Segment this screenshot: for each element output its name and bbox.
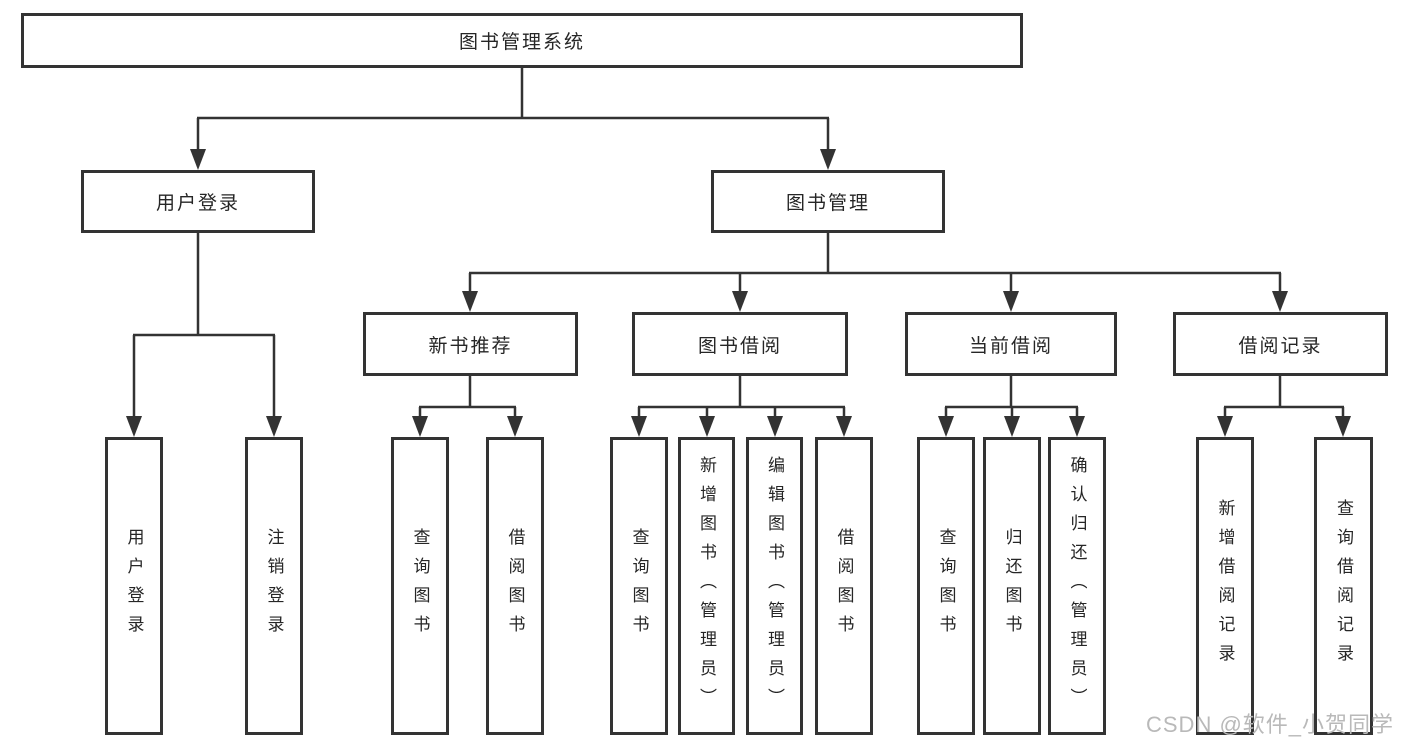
node-label: 注销登录 <box>264 528 284 644</box>
node-label: 编辑图书（管理员） <box>765 455 784 717</box>
node-label: 查询图书 <box>629 528 649 644</box>
node-leaf-query-book-2: 查询图书 <box>610 437 668 735</box>
node-label: 图书借阅 <box>697 335 782 357</box>
node-leaf-query-book-1: 查询图书 <box>391 437 449 735</box>
node-leaf-return-book: 归还图书 <box>983 437 1041 735</box>
node-root: 图书管理系统 <box>21 13 1023 68</box>
node-leaf-borrow-book-2: 借阅图书 <box>815 437 873 735</box>
node-leaf-query-book-3: 查询图书 <box>917 437 975 735</box>
node-label: 图书管理系统 <box>458 32 585 53</box>
node-label: 用户登录 <box>124 528 144 644</box>
node-leaf-logout: 注销登录 <box>245 437 303 735</box>
node-label: 借阅图书 <box>505 528 525 644</box>
node-user-login: 用户登录 <box>81 170 315 233</box>
node-label: 当前借阅 <box>968 335 1053 357</box>
node-leaf-add-borrow-record: 新增借阅记录 <box>1196 437 1254 735</box>
node-book-borrow: 图书借阅 <box>632 312 848 376</box>
node-label: 查询借阅记录 <box>1334 499 1353 673</box>
node-new-book-rec: 新书推荐 <box>363 312 578 376</box>
node-leaf-edit-book: 编辑图书（管理员） <box>746 437 803 735</box>
node-label: 图书管理 <box>785 193 870 214</box>
node-label: 查询图书 <box>410 528 430 644</box>
node-label: 新增借阅记录 <box>1215 499 1235 673</box>
node-label: 归还图书 <box>1002 528 1022 644</box>
node-current-borrow: 当前借阅 <box>905 312 1117 376</box>
node-label: 确认归还（管理员） <box>1067 455 1087 717</box>
node-leaf-user-login: 用户登录 <box>105 437 163 735</box>
node-label: 新增图书（管理员） <box>697 455 716 717</box>
node-book-mgmt: 图书管理 <box>711 170 945 233</box>
node-leaf-query-borrow-record: 查询借阅记录 <box>1314 437 1373 735</box>
node-leaf-borrow-book-1: 借阅图书 <box>486 437 544 735</box>
node-label: 用户登录 <box>155 193 240 214</box>
node-leaf-add-book: 新增图书（管理员） <box>678 437 735 735</box>
node-label: 新书推荐 <box>428 335 513 357</box>
node-label: 借阅记录 <box>1238 335 1323 357</box>
node-label: 查询图书 <box>936 528 956 644</box>
node-borrow-records: 借阅记录 <box>1173 312 1388 376</box>
node-label: 借阅图书 <box>834 528 854 644</box>
node-leaf-confirm-return: 确认归还（管理员） <box>1048 437 1106 735</box>
